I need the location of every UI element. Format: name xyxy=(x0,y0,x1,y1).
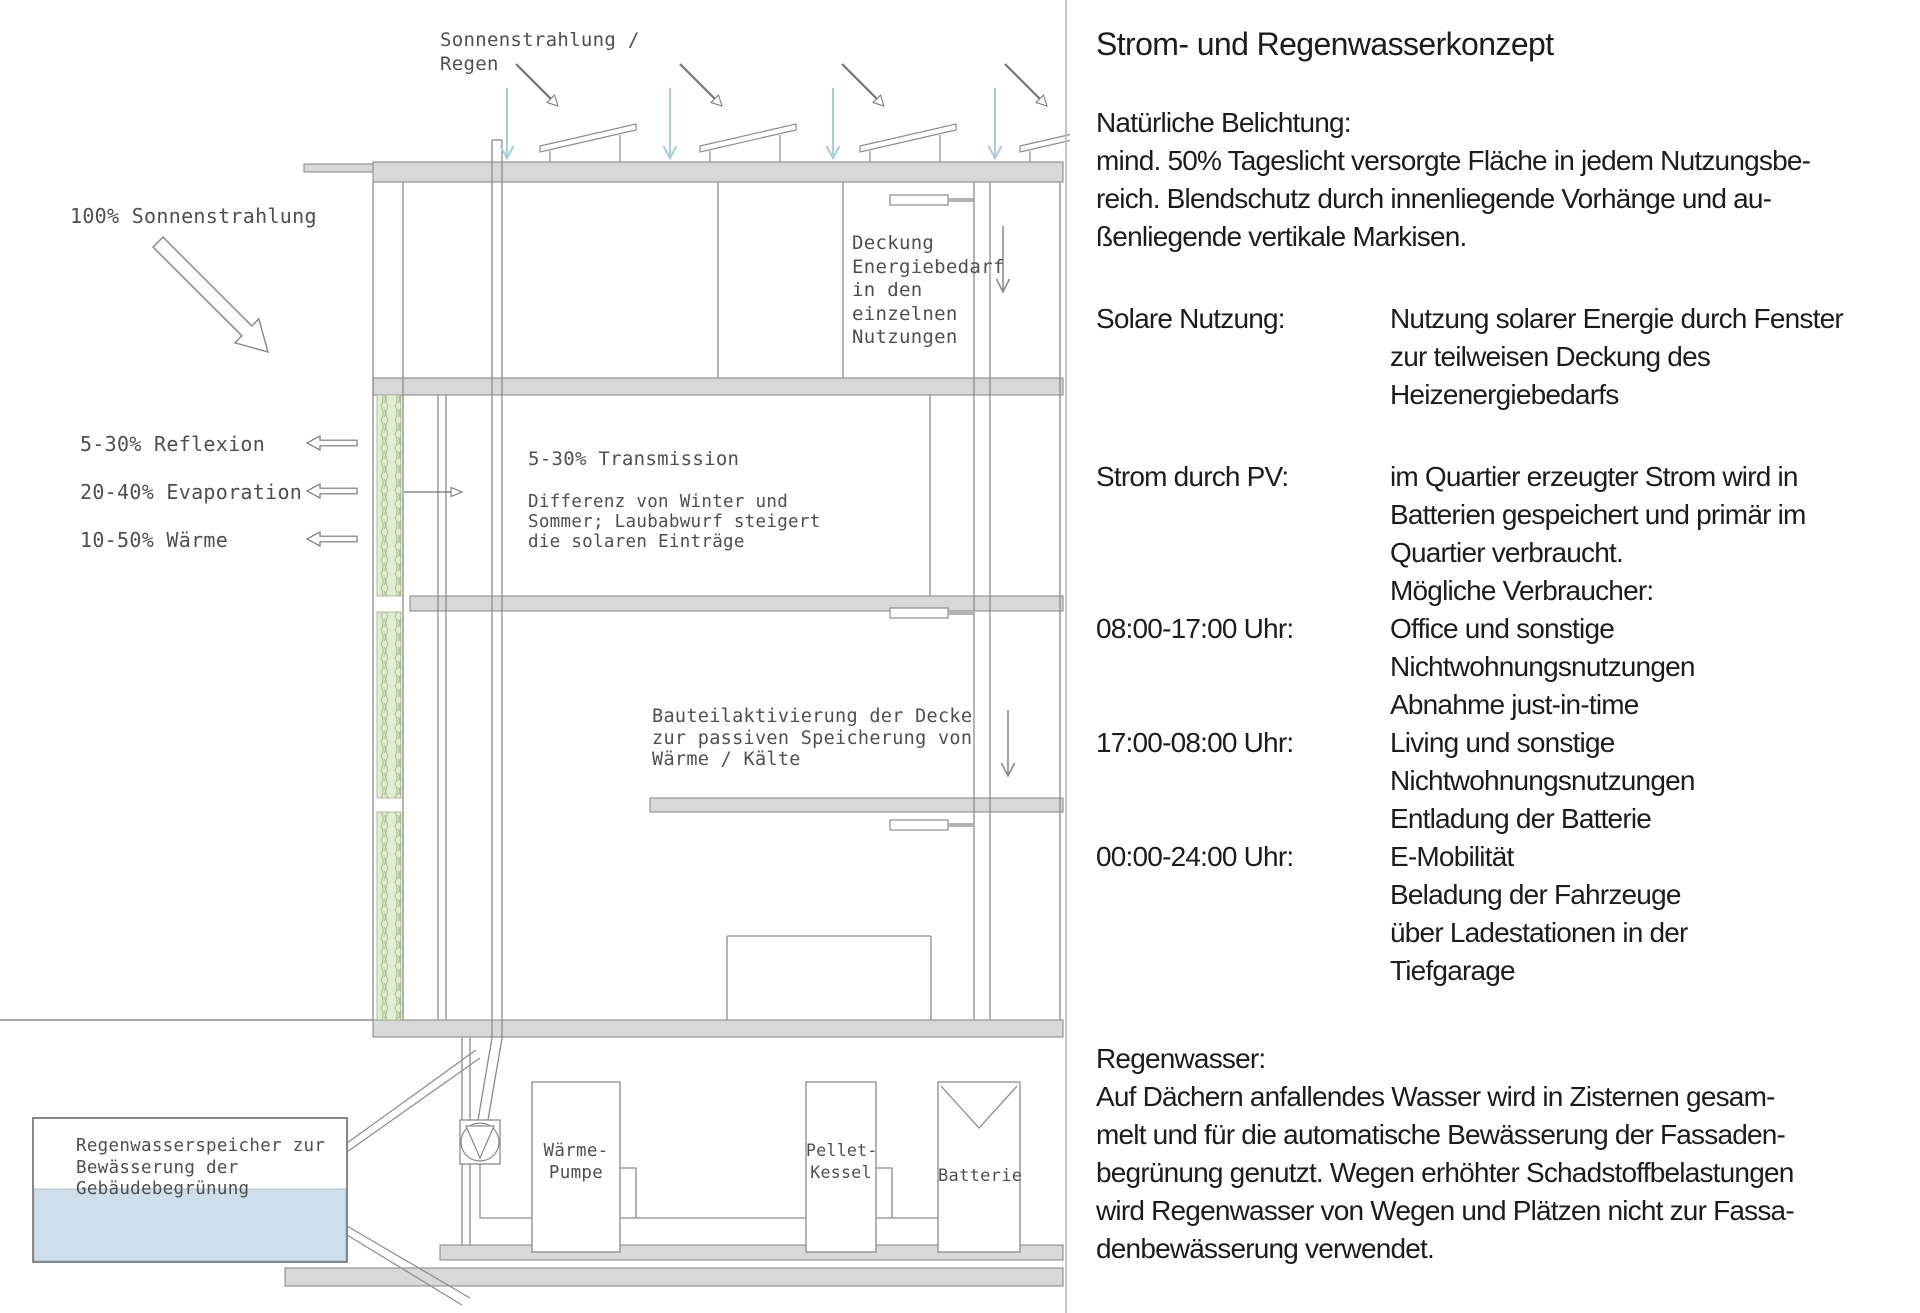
down-arrow-icon xyxy=(995,226,1016,778)
section-0000-2400: 00:00-24:00 Uhr: E-Mobilität Beladung de… xyxy=(1096,838,1908,990)
left-arrow-icon xyxy=(305,434,358,548)
section-label: Strom durch PV: xyxy=(1096,461,1289,492)
facade-greening xyxy=(376,394,402,1021)
battery-box xyxy=(937,1081,1021,1253)
pv-panels xyxy=(539,123,1070,162)
pump-icon xyxy=(459,1119,501,1165)
rain-arrow-icon xyxy=(499,88,1003,161)
building-section-drawing xyxy=(0,0,1070,1313)
heat-pump-box xyxy=(531,1081,621,1253)
sun-arrow-icon xyxy=(515,63,1048,107)
section-natuerliche-belichtung: Natürliche Belichtung: mind. 50% Tagesli… xyxy=(1096,104,1908,256)
label-bauteilaktivierung: Bauteilaktivierung der Decke zur passive… xyxy=(652,706,973,770)
section-strom-durch-pv: Strom durch PV: im Quartier erzeugter St… xyxy=(1096,458,1908,610)
section-heading: Regenwasser: xyxy=(1096,1043,1266,1074)
label-sun-rain: Sonnenstrahlung / Regen xyxy=(440,29,640,75)
label-100-sonnenstrahlung: 100% Sonnenstrahlung xyxy=(70,204,317,228)
label-pelletkessel: Pellet- Kessel xyxy=(806,1141,878,1182)
label-regenwasserspeicher: Regenwasserspeicher zur Bewässerung der … xyxy=(76,1136,326,1199)
page-title: Strom- und Regenwasserkonzept xyxy=(1096,26,1554,62)
label-batterie: Batterie xyxy=(938,1166,1023,1186)
section-heading: Natürliche Belichtung: xyxy=(1096,107,1352,138)
walls xyxy=(372,139,1061,1245)
big-sun-arrow-icon xyxy=(151,236,270,354)
label-transmission-note: Differenz von Winter und Sommer; Laubabw… xyxy=(528,492,821,552)
excavation-base xyxy=(284,1267,1064,1287)
label-reflexion: 5-30% Reflexion xyxy=(80,432,266,456)
transmission-arrow-icon xyxy=(404,486,464,498)
label-transmission: 5-30% Transmission xyxy=(528,448,740,470)
pellet-boiler-box xyxy=(805,1081,877,1253)
label-deckung-energiebedarf: Deckung Energiebedarf in den einzelnen N… xyxy=(852,232,1005,348)
section-label: 00:00-24:00 Uhr: xyxy=(1096,841,1294,872)
text-panel: Strom- und Regenwasserkonzept Natürliche… xyxy=(1096,24,1908,1268)
section-0800-1700: 08:00-17:00 Uhr: Office und sonstige Nic… xyxy=(1096,610,1908,724)
water-level xyxy=(33,1188,347,1262)
label-waermepumpe: Wärme- Pumpe xyxy=(543,1141,609,1183)
section-label: 17:00-08:00 Uhr: xyxy=(1096,727,1294,758)
pipes xyxy=(479,1164,940,1219)
window-lintels xyxy=(889,194,974,831)
label-evaporation: 20-40% Evaporation xyxy=(80,480,303,504)
section-regenwasser: Regenwasser: Auf Dächern anfallendes Was… xyxy=(1096,1040,1908,1268)
section-solare-nutzung: Solare Nutzung: Nutzung solarer Energie … xyxy=(1096,300,1908,414)
section-label: 08:00-17:00 Uhr: xyxy=(1096,613,1294,644)
section-label: Solare Nutzung: xyxy=(1096,303,1286,334)
rainwater-tank xyxy=(32,1049,481,1306)
activated-ceiling-slab xyxy=(649,797,1064,813)
label-waerme: 10-50% Wärme xyxy=(80,528,229,552)
section-1700-0800: 17:00-08:00 Uhr: Living und sonstige Nic… xyxy=(1096,724,1908,838)
